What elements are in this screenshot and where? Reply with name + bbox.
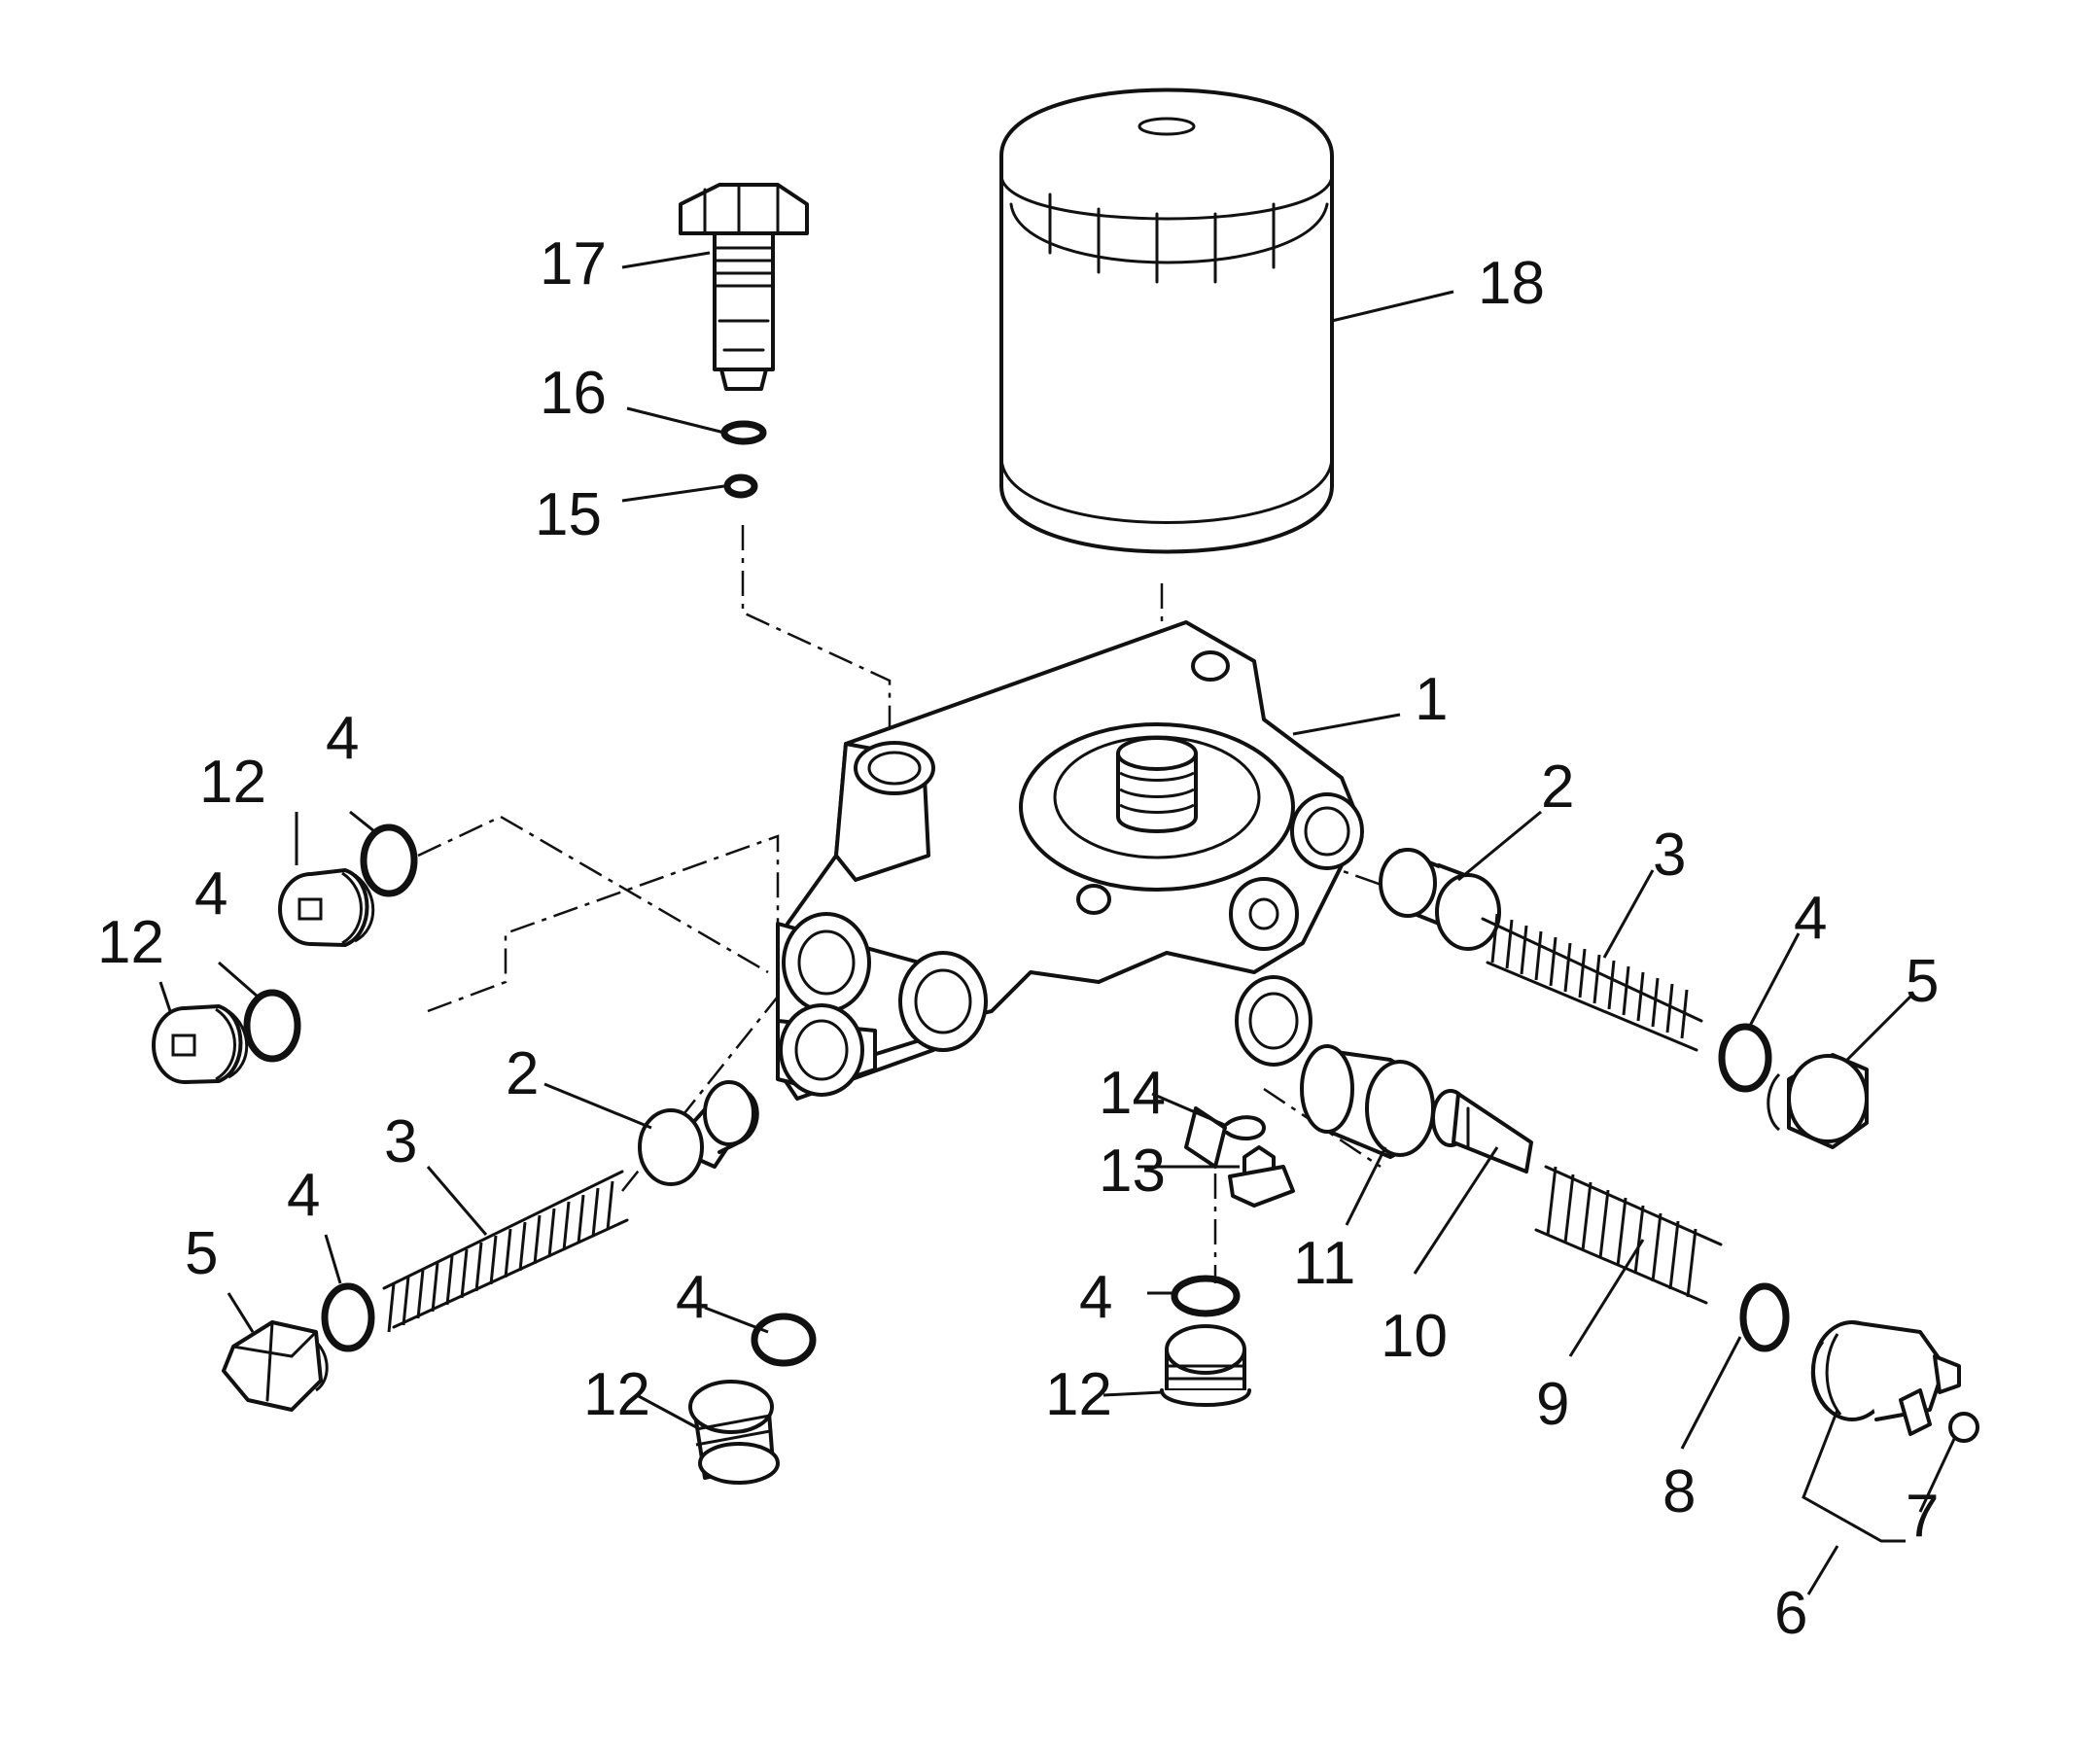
plug-12-bottom-right xyxy=(1160,1324,1251,1407)
plug-12-upper-left xyxy=(278,868,375,947)
callout-1: 1 xyxy=(1415,666,1448,733)
callout-4-lower-left: 4 xyxy=(287,1162,320,1229)
piston-2-left xyxy=(638,1080,759,1186)
sealing-washer-16 xyxy=(720,420,767,445)
plug-12-left xyxy=(152,1004,249,1084)
plug-12-bottom-center xyxy=(688,1380,780,1485)
bleed-screw-13 xyxy=(1228,1145,1295,1208)
callout-12-center: 12 xyxy=(1045,1361,1112,1428)
callout-18: 18 xyxy=(1478,250,1545,317)
callout-12-upper-left: 12 xyxy=(199,749,266,816)
callout-8: 8 xyxy=(1662,1458,1696,1525)
filter-cartridge xyxy=(999,88,1334,554)
callout-14: 14 xyxy=(1099,1060,1166,1127)
callout-5-right: 5 xyxy=(1906,948,1939,1015)
spring-3-right xyxy=(1481,913,1703,1052)
nut-7 xyxy=(1948,1412,1979,1443)
o-ring-4-c xyxy=(321,1282,375,1352)
callout-15: 15 xyxy=(535,481,602,548)
callout-13: 13 xyxy=(1099,1138,1166,1205)
o-ring-4-a xyxy=(360,823,418,897)
cap-5-right xyxy=(1767,1053,1869,1149)
callout-12-bottom: 12 xyxy=(583,1361,650,1428)
callout-labels: 17 16 15 18 1 2 3 4 5 4 12 4 12 2 3 4 5 … xyxy=(97,230,1939,1647)
callout-6: 6 xyxy=(1774,1580,1807,1647)
o-ring-4-b xyxy=(243,989,301,1063)
callout-3-right: 3 xyxy=(1653,822,1686,889)
washer-8 xyxy=(1739,1282,1790,1352)
callout-2-left: 2 xyxy=(506,1040,539,1107)
spring-9 xyxy=(1534,1165,1723,1305)
callout-17: 17 xyxy=(540,230,607,298)
sealing-washer-15 xyxy=(723,473,758,499)
callout-4-left: 4 xyxy=(194,860,228,928)
callout-11: 11 xyxy=(1293,1230,1355,1297)
callout-5-left: 5 xyxy=(185,1220,218,1287)
callout-9: 9 xyxy=(1536,1371,1569,1438)
filter-head-body xyxy=(776,620,1364,1169)
callout-12-left: 12 xyxy=(97,909,164,976)
o-ring-4-e xyxy=(1171,1275,1241,1317)
callout-16: 16 xyxy=(540,360,607,427)
callout-3-left: 3 xyxy=(384,1108,417,1175)
spring-3-left xyxy=(382,1170,629,1333)
callout-4-upper-left: 4 xyxy=(326,705,359,772)
leader-lines xyxy=(158,251,1956,1595)
valve-pin-10 xyxy=(1431,1089,1533,1174)
callout-7: 7 xyxy=(1906,1483,1939,1550)
callout-2-right: 2 xyxy=(1541,753,1574,821)
cap-5-left xyxy=(222,1320,329,1412)
valve-sleeve-11 xyxy=(1300,1044,1435,1159)
callout-4-bottom: 4 xyxy=(676,1264,709,1331)
o-ring-4-d xyxy=(751,1313,817,1367)
o-ring-4-f xyxy=(1718,1023,1772,1093)
piston-2-right xyxy=(1379,848,1501,951)
banjo-bolt xyxy=(679,183,809,391)
retaining-clip-14 xyxy=(1225,1115,1266,1140)
pressure-switch-6 xyxy=(1810,1320,1961,1436)
callout-4-right: 4 xyxy=(1794,885,1827,952)
callout-4-center: 4 xyxy=(1079,1264,1112,1331)
callout-10: 10 xyxy=(1381,1303,1448,1370)
